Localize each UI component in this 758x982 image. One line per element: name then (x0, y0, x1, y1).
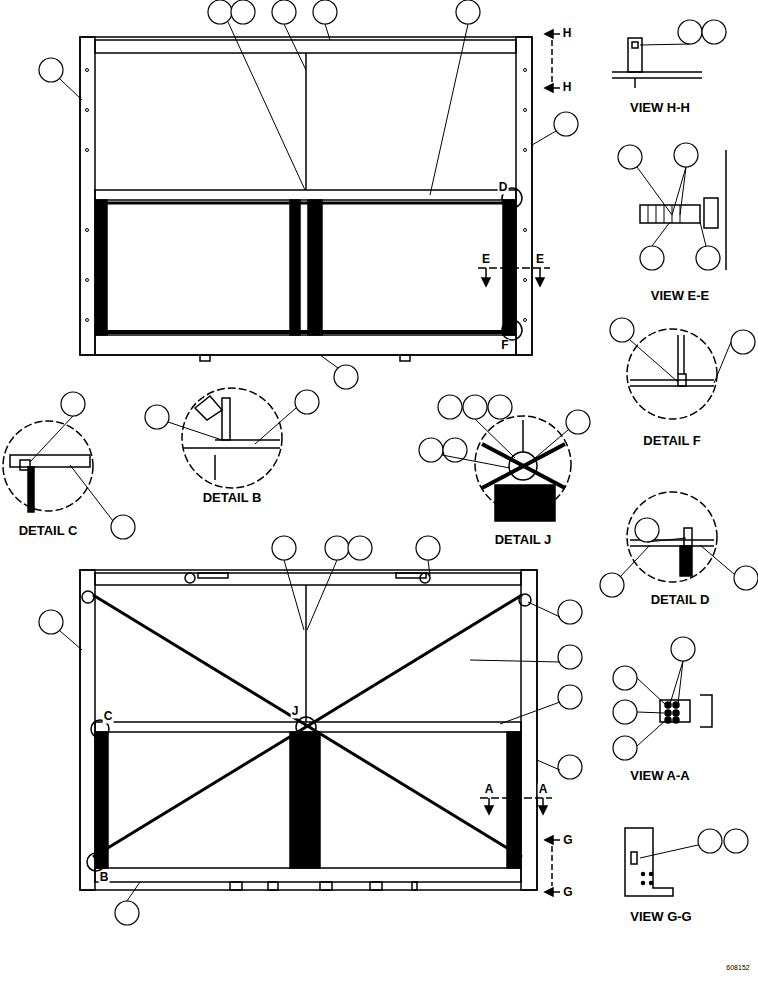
view-title: VIEW E-E (650, 289, 711, 303)
view-title: VIEW G-G (629, 910, 692, 924)
view-title: DETAIL B (202, 491, 263, 505)
reference-letter: A (538, 783, 549, 796)
reference-letter: E (481, 253, 491, 266)
lower-frame (80, 570, 560, 896)
view-title: DETAIL D (650, 593, 711, 607)
reference-letter: A (484, 783, 495, 796)
reference-letter: 608152 (725, 964, 750, 972)
reference-letter: J (291, 705, 300, 718)
reference-letter: C (103, 710, 114, 723)
detail-views (3, 38, 726, 896)
view-title: DETAIL F (642, 434, 701, 448)
reference-letter: D (498, 181, 509, 194)
view-title: VIEW A-A (629, 769, 690, 783)
reference-letter: F (500, 339, 509, 352)
view-title: DETAIL J (494, 533, 553, 547)
view-title: DETAIL C (18, 524, 79, 538)
upper-frame (80, 30, 560, 361)
view-title: VIEW H-H (629, 101, 691, 115)
reference-letter: H (562, 27, 573, 40)
reference-letter: G (562, 834, 573, 847)
reference-letter: G (562, 886, 573, 899)
leader-lines (30, 22, 734, 901)
reference-letter: H (562, 81, 573, 94)
callout-circles (39, 0, 758, 925)
reference-letter: E (535, 253, 545, 266)
reference-letter: B (99, 871, 110, 884)
